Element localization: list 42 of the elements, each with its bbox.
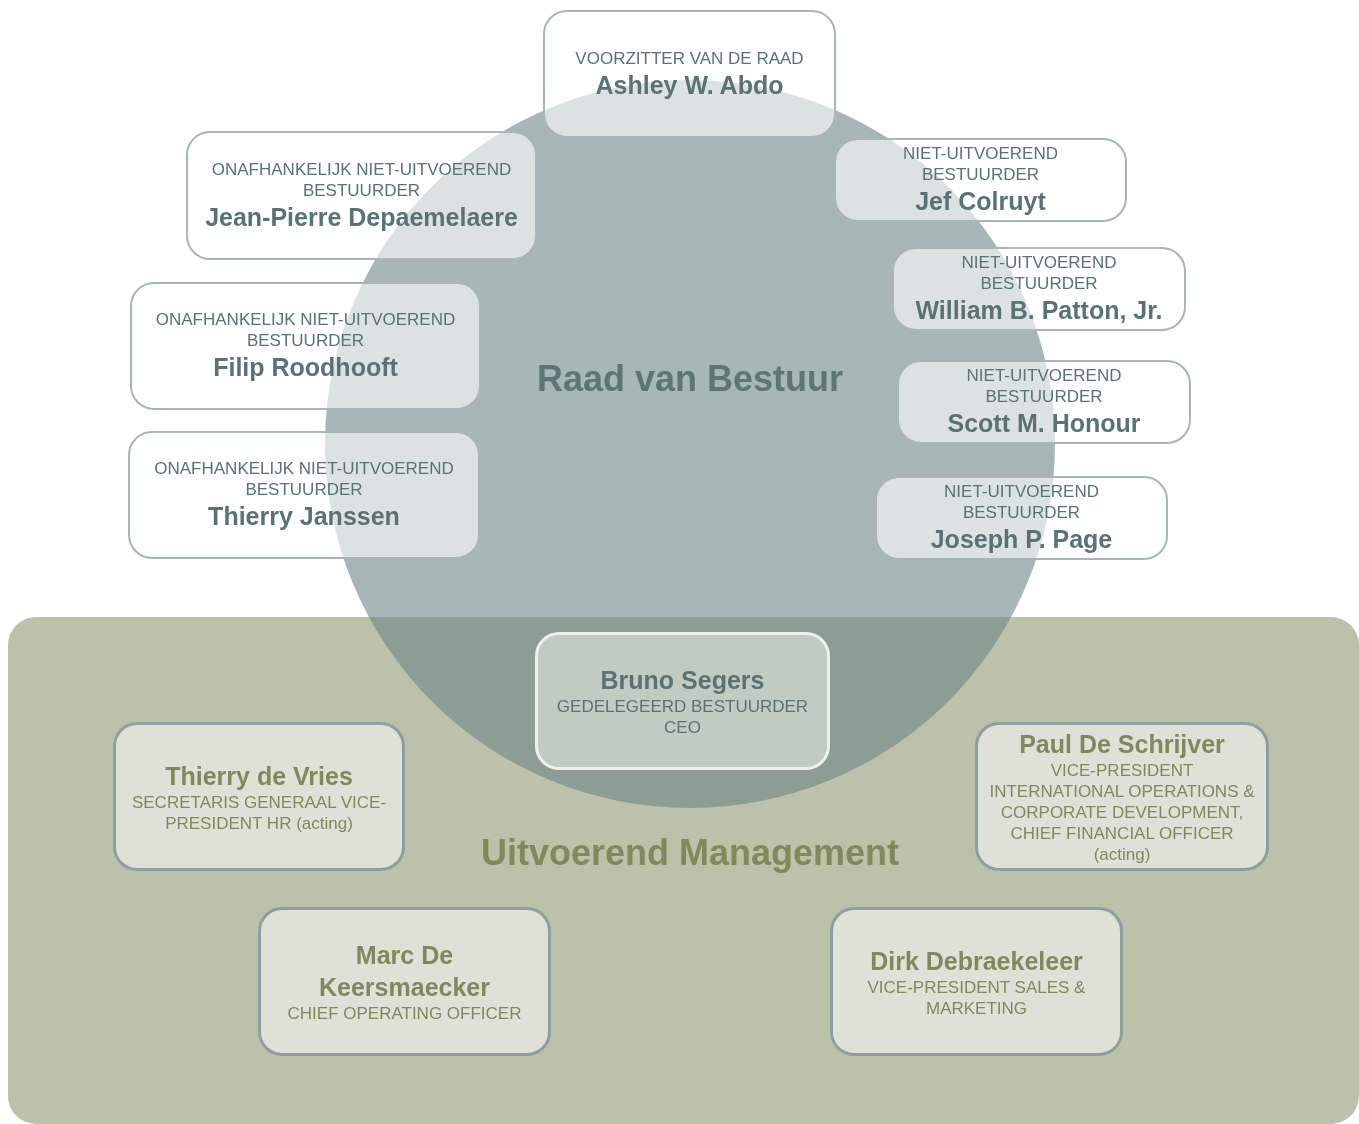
person-name: Joseph P. Page xyxy=(930,524,1113,555)
person-card xyxy=(186,131,537,260)
person-name: William B. Patton, Jr. xyxy=(915,295,1163,326)
person-card xyxy=(128,431,480,559)
job-title: VICE-PRESIDENT SALES & MARKETING xyxy=(866,976,1087,1019)
job-title: ONAFHANKELIJK NIET-UITVOEREND BESTUURDER xyxy=(154,309,457,351)
job-title: VOORZITTER VAN DE RAAD xyxy=(575,47,804,69)
person-name: Filip Roodhooft xyxy=(213,352,398,383)
job-title: VICE-PRESIDENT INTERNATIONAL OPERATIONS & CORPORATE DEVELOPMENT, CHIEF FINANCIAL OFFICER (acting) xyxy=(988,760,1256,865)
person-card xyxy=(875,476,1168,560)
person-name: Thierry de Vries xyxy=(165,760,353,792)
person-card xyxy=(834,138,1127,222)
job-title: NIET-UITVOEREND BESTUURDER xyxy=(965,365,1123,407)
person-card xyxy=(897,360,1191,444)
person-card xyxy=(975,722,1269,871)
person-name: Paul De Schrijver xyxy=(1019,729,1225,760)
person-card xyxy=(892,247,1186,331)
person-name: Bruno Segers xyxy=(600,665,765,696)
job-title: NIET-UITVOEREND BESTUURDER xyxy=(943,481,1100,523)
job-title: NIET-UITVOEREND BESTUURDER xyxy=(902,143,1059,185)
person-card xyxy=(535,632,830,770)
person-card xyxy=(543,10,836,138)
management-band xyxy=(8,617,1359,1124)
job-title: CHIEF OPERATING OFFICER xyxy=(287,1003,522,1024)
person-name: Jef Colruyt xyxy=(915,186,1046,217)
person-card xyxy=(130,282,481,410)
job-title: ONAFHANKELIJK NIET-UITVOEREND BESTUURDER xyxy=(210,158,513,201)
person-card xyxy=(258,907,551,1056)
group-title: Uitvoerend Management xyxy=(481,832,900,874)
job-title: ONAFHANKELIJK NIET-UITVOEREND BESTUURDER xyxy=(153,458,455,500)
person-name: Marc De Keersmaecker xyxy=(318,940,491,1003)
person-name: Scott M. Honour xyxy=(947,408,1141,439)
job-title: SECRETARIS GENERAAL VICE-PRESIDENT HR (acting) xyxy=(130,791,388,834)
job-title: NIET-UITVOEREND BESTUURDER xyxy=(960,252,1118,294)
person-card xyxy=(830,907,1123,1056)
person-name: Thierry Janssen xyxy=(208,501,400,532)
group-title: Raad van Bestuur xyxy=(536,358,844,400)
person-name: Ashley W. Abdo xyxy=(595,69,784,101)
person-name: Dirk Debraekeleer xyxy=(870,945,1083,977)
person-card xyxy=(113,722,405,871)
job-title: GEDELEGEERD BESTUURDER CEO xyxy=(555,696,810,738)
person-name: Jean-Pierre Depaemelaere xyxy=(205,201,518,233)
